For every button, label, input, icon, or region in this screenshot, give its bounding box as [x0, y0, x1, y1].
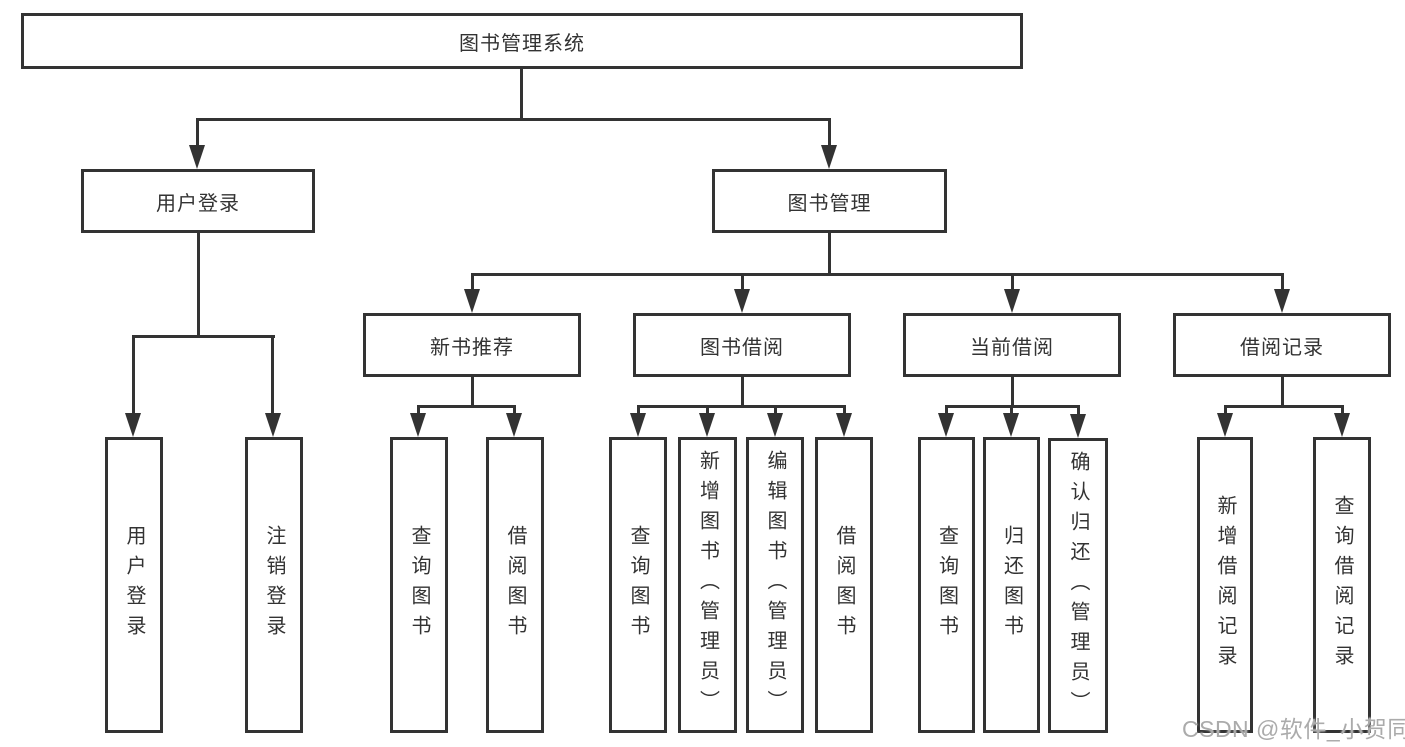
connector-shaft: [271, 335, 274, 417]
connector-branch: [1224, 405, 1344, 408]
leaf-add-book-admin: 新增图书（管理员）: [678, 437, 737, 733]
connector-stem: [1281, 377, 1284, 407]
leaf-recommend-borrow-books-label: 借阅图书: [504, 525, 526, 645]
arrow-down-icon: [189, 145, 205, 169]
node-book-borrow-label: 图书借阅: [700, 336, 784, 359]
arrow-down-icon: [464, 289, 480, 313]
arrow-down-icon: [1217, 413, 1233, 437]
leaf-logout-label: 注销登录: [263, 525, 285, 645]
connector-shaft: [945, 405, 948, 417]
connector-shaft: [843, 405, 846, 417]
connector-branch: [637, 405, 846, 408]
leaf-confirm-return-admin: 确认归还（管理员）: [1048, 438, 1108, 733]
connector-shaft: [1281, 273, 1284, 295]
leaf-add-borrow-record: 新增借阅记录: [1197, 437, 1253, 733]
connector-user-stem: [197, 233, 200, 337]
connector-shaft: [1010, 405, 1013, 417]
connector-book-branch: [471, 273, 1284, 276]
node-book-borrow: 图书借阅: [633, 313, 851, 377]
connector-shaft: [417, 405, 420, 417]
leaf-query-borrow-record-label: 查询借阅记录: [1331, 495, 1353, 675]
connector-shaft: [513, 405, 516, 417]
leaf-add-book-admin-label: 新增图书（管理员）: [696, 450, 719, 720]
leaf-return-book: 归还图书: [983, 437, 1040, 733]
leaf-recommend-borrow-books: 借阅图书: [486, 437, 544, 733]
connector-user-branch: [132, 335, 275, 338]
arrow-down-icon: [1334, 413, 1350, 437]
arrow-down-icon: [410, 413, 426, 437]
leaf-borrow-borrow-books: 借阅图书: [815, 437, 873, 733]
arrow-down-icon: [265, 413, 281, 437]
connector-shaft-book: [828, 118, 831, 150]
arrow-down-icon: [1070, 414, 1086, 438]
connector-shaft: [1224, 405, 1227, 417]
connector-shaft: [132, 335, 135, 417]
arrow-down-icon: [1274, 289, 1290, 313]
connector-shaft: [1011, 273, 1014, 295]
leaf-user-login-label: 用户登录: [123, 525, 145, 645]
node-book-management-label: 图书管理: [787, 192, 872, 215]
connector-shaft: [637, 405, 640, 417]
arrow-down-icon: [836, 413, 852, 437]
leaf-add-borrow-record-label: 新增借阅记录: [1214, 495, 1236, 675]
connector-book-stem: [828, 233, 831, 275]
connector-stem: [741, 377, 744, 407]
node-borrow-records: 借阅记录: [1173, 313, 1391, 377]
node-user-login-branch-label: 用户登录: [156, 192, 240, 215]
node-current-borrow: 当前借阅: [903, 313, 1121, 377]
arrow-down-icon: [1004, 289, 1020, 313]
connector-shaft: [706, 405, 709, 417]
node-new-book-recommend-label: 新书推荐: [430, 336, 514, 359]
leaf-recommend-query-books: 查询图书: [390, 437, 448, 733]
leaf-logout: 注销登录: [245, 437, 303, 733]
connector-stem: [471, 377, 474, 407]
leaf-query-borrow-record: 查询借阅记录: [1313, 437, 1371, 733]
leaf-current-query-books: 查询图书: [918, 437, 975, 733]
arrow-down-icon: [821, 145, 837, 169]
arrow-down-icon: [506, 413, 522, 437]
leaf-borrow-query-books: 查询图书: [609, 437, 667, 733]
node-new-book-recommend: 新书推荐: [363, 313, 581, 377]
arrow-down-icon: [767, 413, 783, 437]
node-library-system-label: 图书管理系统: [459, 32, 585, 55]
leaf-confirm-return-admin-label: 确认归还（管理员）: [1067, 450, 1089, 721]
node-library-system: 图书管理系统: [21, 13, 1023, 69]
connector-stem: [1011, 377, 1014, 407]
leaf-recommend-query-books-label: 查询图书: [408, 525, 430, 645]
connector-level1-branch: [196, 118, 831, 121]
arrow-down-icon: [1003, 413, 1019, 437]
connector-branch: [417, 405, 516, 408]
node-user-login-branch: 用户登录: [81, 169, 315, 233]
arrow-down-icon: [630, 413, 646, 437]
node-book-management: 图书管理: [712, 169, 947, 233]
watermark: CSDN @软件_小贺同学: [1182, 716, 1405, 742]
connector-shaft: [1341, 405, 1344, 417]
leaf-current-query-books-label: 查询图书: [935, 525, 958, 645]
leaf-borrow-borrow-books-label: 借阅图书: [833, 525, 855, 645]
connector-shaft-user: [196, 118, 199, 150]
leaf-user-login: 用户登录: [105, 437, 163, 733]
arrow-down-icon: [699, 413, 715, 437]
connector-root-stem: [520, 67, 523, 120]
node-borrow-records-label: 借阅记录: [1240, 336, 1324, 359]
connector-shaft: [471, 273, 474, 295]
connector-shaft: [741, 273, 744, 295]
leaf-edit-book-admin: 编辑图书（管理员）: [746, 437, 804, 733]
leaf-borrow-query-books-label: 查询图书: [627, 525, 649, 645]
arrow-down-icon: [734, 289, 750, 313]
connector-shaft: [774, 405, 777, 417]
arrow-down-icon: [125, 413, 141, 437]
node-current-borrow-label: 当前借阅: [970, 336, 1054, 359]
leaf-edit-book-admin-label: 编辑图书（管理员）: [764, 450, 786, 720]
leaf-return-book-label: 归还图书: [1000, 525, 1023, 645]
connector-shaft: [1077, 405, 1080, 417]
arrow-down-icon: [938, 413, 954, 437]
